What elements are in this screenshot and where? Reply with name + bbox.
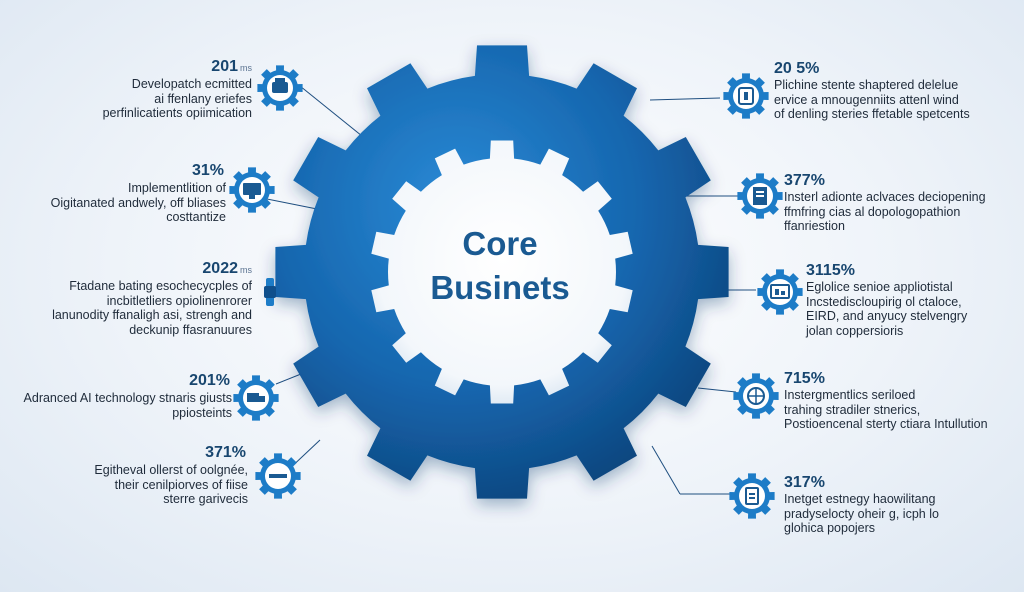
left-item-1-line2: ai ffenlany eriefes (154, 91, 252, 106)
right-item-5-line3: glohicа popojers (784, 521, 876, 535)
left-item-5-line1: Egitheval ollerst of oolgnée, (94, 463, 248, 477)
left-item-3-line1: Ftadane bating esochecycples of (69, 279, 252, 293)
left-item-2-line3: costtantize (166, 210, 226, 224)
monitor-icon (229, 167, 275, 213)
clipboard-icon (729, 473, 775, 519)
left-item-1-line3: perfinlicatients opiimication (102, 106, 252, 120)
right-item-4-line1: Instergmentlics seriloed (784, 388, 916, 402)
core-gear (275, 45, 729, 499)
right-item-5-line2: pradyselocty oheir g, icph lo (784, 506, 939, 521)
printer-icon (257, 65, 303, 111)
left-item-4-pct: 201% (189, 372, 230, 389)
connector-line (261, 197, 323, 211)
right-item-2-pct: 377% (784, 172, 825, 189)
left-item-3-line3: lanunodity ffanaligh asi, strengh and (52, 308, 252, 322)
right-item-3-line2: Incstediscloupirig ol ctaloce, (806, 294, 962, 309)
center-title-line1: Core (462, 225, 538, 262)
document-icon (737, 173, 783, 219)
left-item-5-pct: 371% (205, 444, 246, 461)
right-item-5-pct: 317% (784, 474, 825, 491)
left-item-3-line4: deckunip ffasranuures (129, 322, 252, 337)
right-item-5: 317% Inetget estnegy haowilitang pradyse… (784, 474, 998, 536)
core-gear-center (371, 140, 633, 404)
connector-line (299, 85, 363, 137)
left-item-4-line2: ppiosteints (172, 405, 232, 420)
left-item-3-line2: incbitletliers opiolinenrorer (106, 293, 252, 308)
right-item-2-line2: ffmfring cias al dopologopathion (784, 204, 961, 219)
right-item-1-line3: of denling steries ffetable spetcents (774, 107, 970, 121)
right-item-5-line1: Inetget estnegy haowilitang (784, 492, 936, 506)
left-item-2: 31% Implementlition of Oigitanated andwe… (40, 162, 226, 225)
left-item-2-line1: Implementlition of (128, 181, 226, 195)
center-title: Core Businets (400, 222, 600, 310)
right-item-3: 3115% Eglolice senioe appliotistal Incst… (806, 262, 1006, 338)
right-item-1: 20 5% Plichine stente shaptered delelue … (774, 60, 1004, 122)
left-item-5-line2: their cenilpiorves of fiise (114, 477, 248, 492)
right-item-1-pct: 20 5% (774, 60, 820, 77)
right-item-3-pct: 3115% (806, 262, 855, 279)
right-item-1-line2: ervice a mnougenniits attenl wind (774, 92, 959, 107)
icon-gears (229, 65, 803, 519)
left-item-4: 201% Adranced AI technology stnaris gius… (20, 372, 232, 420)
left-item-5-line3: sterre garivecis (163, 492, 248, 506)
dashboard-icon (757, 269, 803, 315)
left-item-1-line1: Developatch ecmitted (131, 77, 252, 91)
panel-icon (723, 73, 769, 119)
left-item-2-pct: 31% (191, 162, 224, 179)
globe-icon (733, 373, 779, 419)
right-item-2: 377% Insterl adionte aclvaces deciopenin… (784, 172, 1004, 234)
connector-line (651, 445, 681, 495)
connector-line (697, 387, 737, 393)
right-item-4: 715% Instergmentlics seriloed trahing st… (784, 370, 1006, 432)
connector-line (649, 97, 721, 101)
minus-icon (255, 453, 301, 499)
center-title-line2: Businets (430, 269, 570, 306)
right-item-4-line2: trahing stradiler stnerics, (784, 402, 921, 417)
right-item-4-pct: 715% (784, 370, 825, 387)
bracelet-icon (264, 278, 276, 306)
right-item-2-line3: ffanriestion (784, 219, 845, 233)
right-item-3-line4: jolan coppersioris (806, 323, 904, 338)
right-item-3-line3: EIRD, and anyucy stelvengry (806, 309, 968, 323)
left-item-5: 371% Egitheval ollerst of oolgnée, their… (50, 444, 248, 507)
left-item-4-line1: Adranced AI technology stnaris giusts (23, 391, 232, 405)
right-item-4-line3: Postioencenal sterty ctiara Intullution (784, 417, 988, 431)
right-item-3-line1: Eglolice senioe appliotistal (806, 280, 953, 294)
left-item-2-line2: Oigitanated andwely, off bliases (50, 195, 226, 210)
right-item-2-line1: Insterl adionte aclvaces deciopening (784, 190, 986, 204)
right-item-1-line1: Plichine stente shaptered delelue (774, 78, 959, 92)
truck-icon (233, 375, 279, 421)
